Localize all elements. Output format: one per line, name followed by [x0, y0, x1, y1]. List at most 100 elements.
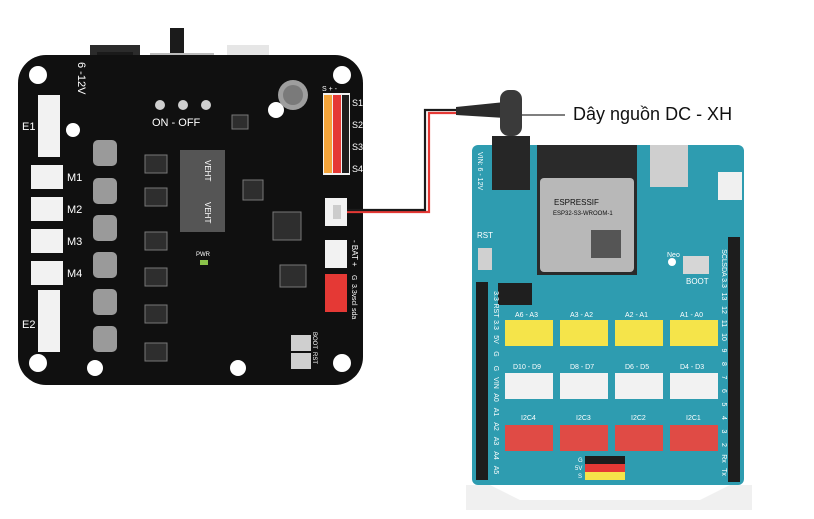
i2c-port-2[interactable]: [615, 425, 663, 451]
right-header-label-7: 9: [720, 349, 727, 353]
i2c-header[interactable]: [325, 274, 347, 312]
analog-port-4[interactable]: [670, 320, 718, 346]
servo-pin-header-label: S + -: [322, 86, 338, 93]
left-header-label-2: 3.3: [492, 320, 499, 330]
inductor: [93, 178, 117, 204]
esp-dc-jack[interactable]: [492, 136, 530, 190]
switch-label: ON - OFF: [152, 117, 201, 129]
right-header-label-11: 5: [720, 403, 727, 407]
esp-board-labels: VIN: 6 - 12V RST ESPRESSIF ESP32-S3-WROO…: [476, 152, 709, 480]
motor-port-m3[interactable]: [31, 229, 63, 253]
motor-label-m1: M1: [67, 172, 82, 184]
motor-port-m2[interactable]: [31, 197, 63, 221]
digital-label-1: D10 - D9: [513, 364, 541, 371]
digital-port-2[interactable]: [560, 373, 608, 399]
digital-port-1[interactable]: [505, 373, 553, 399]
digital-port-4[interactable]: [670, 373, 718, 399]
servo-label-s1: S1: [352, 98, 363, 108]
servo-label-s2: S2: [352, 120, 363, 130]
left-header-label-7: A0: [492, 393, 499, 402]
rst-button[interactable]: [291, 353, 311, 369]
bottom-side-label-g: G: [578, 458, 583, 464]
right-header-label-8: 8: [720, 362, 727, 366]
encoder-label-e2: E2: [22, 319, 35, 331]
right-header-label-10: 6: [720, 389, 727, 393]
boot-button-esp[interactable]: [683, 256, 709, 274]
boot-label-esp: BOOT: [686, 277, 709, 286]
i2c-label-4: I2C4: [521, 415, 536, 422]
right-header[interactable]: [728, 237, 740, 482]
i2c-port-1[interactable]: [670, 425, 718, 451]
left-header-label-8: A1: [492, 408, 499, 417]
bottom-pin-row-5v[interactable]: [585, 464, 625, 472]
motor-driver-board: [18, 28, 363, 385]
power-jack-label: 6 -12V: [75, 62, 87, 95]
motor-port-m1[interactable]: [31, 165, 63, 189]
battery-connector[interactable]: [325, 240, 347, 268]
i2c-label-g: G: [350, 275, 357, 280]
right-header-label-16: Tx: [720, 468, 727, 476]
left-header-label-9: A2: [492, 422, 499, 431]
rst-button-esp[interactable]: [478, 248, 492, 270]
module-name: ESP32-S3-WROOM-1: [553, 211, 613, 217]
motor-port-m4[interactable]: [31, 261, 63, 285]
encoder-port-e2[interactable]: [38, 290, 60, 352]
boot-button[interactable]: [291, 335, 311, 351]
right-header-label-3: 13: [720, 293, 727, 301]
driver-chip: [180, 150, 225, 232]
inductor: [93, 140, 117, 166]
rst-label-esp: RST: [477, 231, 493, 240]
regulator: [498, 283, 532, 305]
bottom-side-label-5v: 5V: [575, 466, 582, 472]
inductor: [93, 289, 117, 315]
left-header-label-12: A5: [492, 466, 499, 475]
right-header-label-2: 3.3: [720, 278, 727, 288]
module-brand: ESPRESSIF: [554, 198, 599, 207]
vin-label: VIN: 6 - 12V: [476, 152, 483, 190]
left-header-label-10: A3: [492, 437, 499, 446]
left-header-label-11: A4: [492, 451, 499, 460]
mount-hole: [333, 66, 351, 84]
left-header[interactable]: [476, 282, 488, 480]
encoder-port-e1[interactable]: [38, 95, 60, 157]
left-header-label-5: G: [492, 366, 499, 371]
right-header-label-13: 3: [720, 430, 727, 434]
cable-caption: Dây nguồn DC - XH: [573, 104, 733, 124]
digital-label-4: D4 - D3: [680, 364, 704, 371]
right-header-label-9: 7: [720, 376, 727, 380]
servo-label-s4: S4: [352, 164, 363, 174]
bottom-pin-row-g[interactable]: [585, 456, 625, 464]
right-header-label-5: 11: [720, 320, 727, 327]
bottom-pin-label-3: D11: [621, 489, 633, 496]
dc-plug: [500, 90, 522, 136]
rst-label-motor: RST: [311, 352, 317, 364]
mount-hole: [333, 354, 351, 372]
esp32-board: [466, 136, 752, 510]
dc-cable: [347, 90, 565, 214]
encoder-label-e1: E1: [22, 121, 35, 133]
digital-port-3[interactable]: [615, 373, 663, 399]
i2c-label-3v3: 3.3v: [350, 284, 357, 298]
usb-connector[interactable]: [650, 145, 688, 187]
mount-hole: [29, 66, 47, 84]
i2c-port-4[interactable]: [505, 425, 553, 451]
bottom-pin-row-s[interactable]: [585, 472, 625, 480]
analog-label-1: A6 - A3: [515, 312, 538, 319]
i2c-port-3[interactable]: [560, 425, 608, 451]
left-header-label-4: G: [492, 351, 499, 356]
analog-label-3: A2 - A1: [625, 312, 648, 319]
right-header-label-4: 12: [720, 306, 727, 314]
i2c-label-sda: sda: [350, 308, 357, 319]
digital-label-3: D6 - D5: [625, 364, 649, 371]
analog-port-2[interactable]: [560, 320, 608, 346]
pwr-label: PWR: [196, 252, 211, 258]
side-connector: [718, 172, 742, 200]
i2c-label-1: I2C1: [686, 415, 701, 422]
analog-port-1[interactable]: [505, 320, 553, 346]
switch-lever[interactable]: [170, 28, 184, 58]
left-header-label-3: 5V: [492, 335, 499, 344]
analog-port-3[interactable]: [615, 320, 663, 346]
bottom-pin-label-1: D13: [593, 489, 606, 496]
